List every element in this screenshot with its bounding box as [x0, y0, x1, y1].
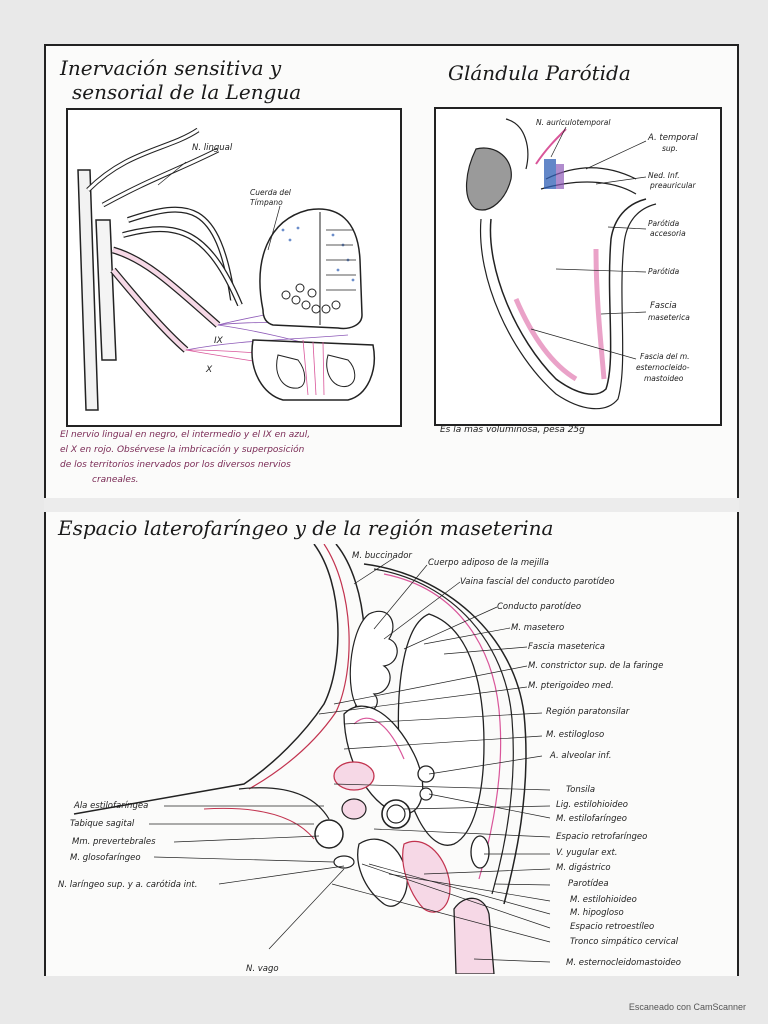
parotida-label: Parótida	[648, 267, 680, 276]
n-lingual-label: N. lingual	[192, 143, 233, 153]
estilohioideo-label: M. estilohioideo	[570, 895, 637, 905]
cuerda-label-2: Tímpano	[250, 198, 283, 207]
tabique-sagital-label: Tabique sagital	[70, 819, 135, 829]
page-divider	[44, 498, 739, 512]
vago-label: N. vago	[246, 964, 279, 974]
fascia-m-label-2: esternocleido-	[636, 363, 690, 372]
fascia-maseterica-label: Fascia maseterica	[528, 642, 605, 652]
parotidea-label: Parotídea	[568, 879, 609, 889]
cuerpo-adiposo-label: Cuerpo adiposo de la mejilla	[428, 558, 550, 568]
vaina-fascial-label: Vaina fascial del conducto parotídeo	[460, 577, 615, 587]
scanner-footer: Escaneado con CamScanner	[628, 1002, 746, 1012]
tongue-diagram	[77, 127, 375, 411]
espacio-retroestileo-label: Espacio retroestíleo	[570, 922, 655, 932]
esternocleidomastoideo-label: M. esternocleidomastoideo	[566, 958, 681, 968]
tonsila-label: Tonsila	[566, 785, 596, 795]
x-label: X	[206, 365, 213, 375]
parotid-diagram-panel: N. auriculotemporal A. temporal sup. Ned…	[434, 107, 722, 426]
alveolar-label: A. alveolar inf.	[550, 751, 612, 761]
tongue-diagram-panel: N. lingual Cuerda del Tímpano IX X	[66, 108, 402, 427]
lateropharyngeal-diagram	[73, 544, 551, 974]
pterigoideo-label: M. pterigoideo med.	[528, 681, 614, 691]
fascia-label-2: maseterica	[648, 313, 690, 322]
fascia-m-label-3: mastoideo	[644, 374, 684, 383]
buccinador-label: M. buccinador	[352, 551, 412, 561]
auriculotemporal-label: N. auriculotemporal	[536, 118, 611, 127]
estilofaringeo-label: M. estilofaríngeo	[556, 814, 627, 824]
ala-estilofaringea-label: Ala estilofaríngea	[74, 801, 149, 811]
tongue-caption-line2: el X en rojo. Obsérvese la imbricación y…	[60, 445, 305, 455]
ned-label-2: preauricular	[650, 181, 696, 190]
tongue-caption-line3: de los territorios inervados por los div…	[60, 460, 291, 470]
yugular-label: V. yugular ext.	[556, 848, 618, 858]
parotid-diagram	[465, 118, 657, 410]
laringeo-carotida-label: N. laríngeo sup. y a. carótida int.	[58, 880, 198, 890]
space-title: Espacio laterofaríngeo y de la región ma…	[58, 516, 554, 540]
temporal-label-2: sup.	[662, 144, 678, 153]
hipogloso-label: M. hipogloso	[570, 908, 624, 918]
temporal-label-1: A. temporal	[648, 133, 698, 143]
accesoria-label-2: accesoria	[650, 229, 686, 238]
tongue-title-line1: Inervación sensitiva y	[60, 56, 282, 80]
tongue-title-line2: sensorial de la Lengua	[72, 80, 302, 104]
constrictor-label: M. constrictor sup. de la faringe	[528, 661, 664, 671]
fascia-m-label-1: Fascia del m.	[640, 352, 690, 361]
masetero-label: M. masetero	[511, 623, 565, 633]
tronco-simpatico-label: Tronco simpático cervical	[570, 937, 679, 947]
parotid-title: Glándula Parótida	[448, 61, 631, 85]
conducto-parotideo-label: Conducto parotídeo	[497, 602, 582, 612]
prevertebrales-label: Mm. prevertebrales	[72, 837, 156, 847]
accesoria-label-1: Parótida	[648, 219, 680, 228]
espacio-retrofaringeo-label: Espacio retrofaríngeo	[556, 832, 648, 842]
digastrico-label: M. digástrico	[556, 863, 611, 873]
parotid-caption: Es la más voluminosa, pesa 25g	[440, 425, 585, 435]
cuerda-label-1: Cuerda del	[250, 188, 291, 197]
region-paratonsilar-label: Región paratonsilar	[546, 707, 630, 717]
glosofaringeo-label: M. glosofaríngeo	[70, 853, 141, 863]
estilogloso-label: M. estilogloso	[546, 730, 605, 740]
tongue-caption-line4: craneales.	[92, 475, 139, 485]
tongue-caption-line1: El nervio lingual en negro, el intermedi…	[60, 430, 311, 440]
fascia-label-1: Fascia	[650, 301, 677, 311]
lig-estilohioideo-label: Lig. estilohioideo	[556, 800, 628, 810]
ned-label-1: Ned. Inf.	[648, 171, 680, 180]
ix-label: IX	[214, 336, 223, 346]
